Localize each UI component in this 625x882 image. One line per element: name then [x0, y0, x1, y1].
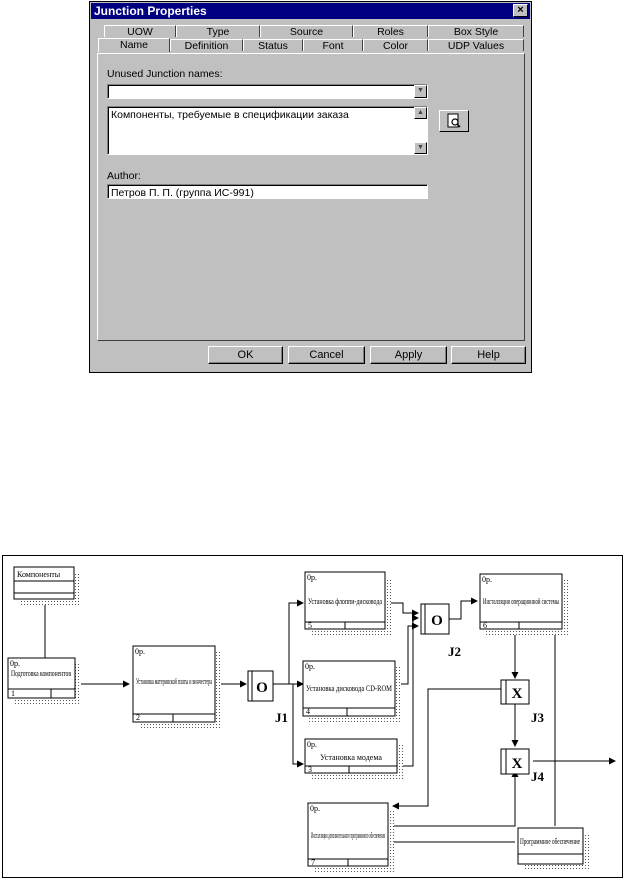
box-label: Компоненты: [17, 570, 61, 579]
tab-roles[interactable]: Roles: [353, 25, 428, 38]
tab-panel-name: [97, 53, 525, 341]
svg-text:X: X: [512, 756, 523, 772]
tab-status[interactable]: Status: [243, 39, 303, 52]
close-icon: ×: [517, 4, 524, 16]
unused-names-combobox[interactable]: ▼: [107, 84, 428, 99]
svg-text:O: O: [256, 680, 268, 696]
box-label: Установка материнской платы и винчестера: [136, 677, 212, 686]
box-label: Инсталляция операционной системы: [483, 597, 559, 606]
tab-uow[interactable]: UOW: [104, 25, 176, 38]
box-label: Программное обеспечение: [520, 837, 580, 846]
svg-text:O: O: [431, 613, 443, 629]
svg-text:X: X: [512, 686, 523, 702]
box-ref: 0р.: [305, 662, 315, 671]
diagram-canvas: Компоненты 0р. Подготовка компонентов 1 …: [7, 566, 616, 872]
junction-label: J3: [531, 710, 545, 725]
dropdown-arrow-icon[interactable]: ▼: [414, 85, 427, 98]
junction-name-textarea[interactable]: Компоненты, требуемые в спецификации зак…: [107, 106, 428, 155]
box-label: Установка модема: [320, 753, 382, 762]
box-extra-software[interactable]: 0р. Инсталляция дополнительного программ…: [307, 802, 394, 872]
tab-source[interactable]: Source: [260, 25, 353, 38]
box-number: 2: [136, 713, 140, 722]
box-number: 7: [311, 858, 315, 867]
tab-definition[interactable]: Definition: [170, 39, 243, 52]
author-label: Author:: [107, 170, 141, 182]
box-floppy[interactable]: 0р. Установка флоппи-дисковода 5: [304, 571, 391, 635]
tab-name[interactable]: Name: [98, 38, 170, 52]
tab-udp-values[interactable]: UDP Values: [428, 39, 524, 52]
search-name-button[interactable]: [439, 110, 469, 132]
box-ref: 0р.: [307, 740, 317, 749]
junction-properties-dialog: Junction Properties × UOW Type Source Ro…: [89, 1, 532, 373]
cancel-button[interactable]: Cancel: [288, 346, 365, 364]
idef3-diagram: Компоненты 0р. Подготовка компонентов 1 …: [2, 555, 623, 878]
box-label: Установка дисковода CD-ROM: [306, 684, 392, 693]
box-software[interactable]: Программное обеспечение: [517, 827, 589, 870]
junction-j2[interactable]: O J2: [420, 603, 461, 659]
tab-box-style[interactable]: Box Style: [428, 25, 524, 38]
box-modem[interactable]: 0р. Установка модема 3: [304, 738, 403, 779]
junction-j4[interactable]: X J4: [500, 748, 545, 784]
help-button[interactable]: Help: [451, 346, 526, 364]
tab-font[interactable]: Font: [303, 39, 363, 52]
tab-type[interactable]: Type: [176, 25, 260, 38]
scroll-down-icon[interactable]: ▼: [414, 142, 427, 154]
junction-label: J2: [448, 644, 461, 659]
box-number: 5: [308, 621, 312, 630]
apply-button[interactable]: Apply: [370, 346, 447, 364]
box-ref: 0р.: [482, 575, 492, 584]
unused-names-label: Unused Junction names:: [107, 68, 223, 80]
junction-j1[interactable]: O J1: [247, 670, 288, 725]
box-label: Инсталляция дополнительного программного…: [311, 831, 385, 840]
box-label: Установка флоппи-дисковода: [308, 597, 382, 606]
box-ref: 0р.: [135, 647, 145, 656]
magnifier-page-icon: [447, 113, 461, 128]
close-button[interactable]: ×: [513, 4, 528, 17]
box-components[interactable]: Компоненты: [13, 566, 80, 605]
scroll-up-icon[interactable]: ▲: [414, 107, 427, 119]
junction-label: J1: [275, 710, 288, 725]
tab-color[interactable]: Color: [363, 39, 428, 52]
ok-button[interactable]: OK: [208, 346, 283, 364]
author-field[interactable]: Петров П. П. (группа ИС-991): [107, 184, 428, 199]
box-number: 1: [11, 689, 15, 698]
junction-label: J4: [531, 769, 545, 784]
box-ref: 0р.: [310, 804, 320, 813]
junction-j3[interactable]: X J3: [500, 679, 545, 725]
box-number: 6: [483, 621, 487, 630]
box-label: Подготовка компонентов: [11, 669, 71, 678]
box-os-install[interactable]: 0р. Инсталляция операционной системы 6: [479, 573, 568, 635]
box-motherboard[interactable]: 0р. Установка материнской платы и винчес…: [132, 645, 221, 728]
dialog-title: Junction Properties: [94, 4, 207, 18]
dialog-titlebar[interactable]: Junction Properties ×: [91, 3, 530, 19]
box-number: 3: [308, 765, 312, 774]
box-cdrom[interactable]: 0р. Установка дисковода CD-ROM 4: [302, 660, 401, 722]
box-ref: 0р.: [307, 573, 317, 582]
box-prep-components[interactable]: 0р. Подготовка компонентов 1: [7, 657, 81, 704]
box-ref: 0р.: [10, 659, 20, 668]
box-number: 4: [306, 707, 310, 716]
